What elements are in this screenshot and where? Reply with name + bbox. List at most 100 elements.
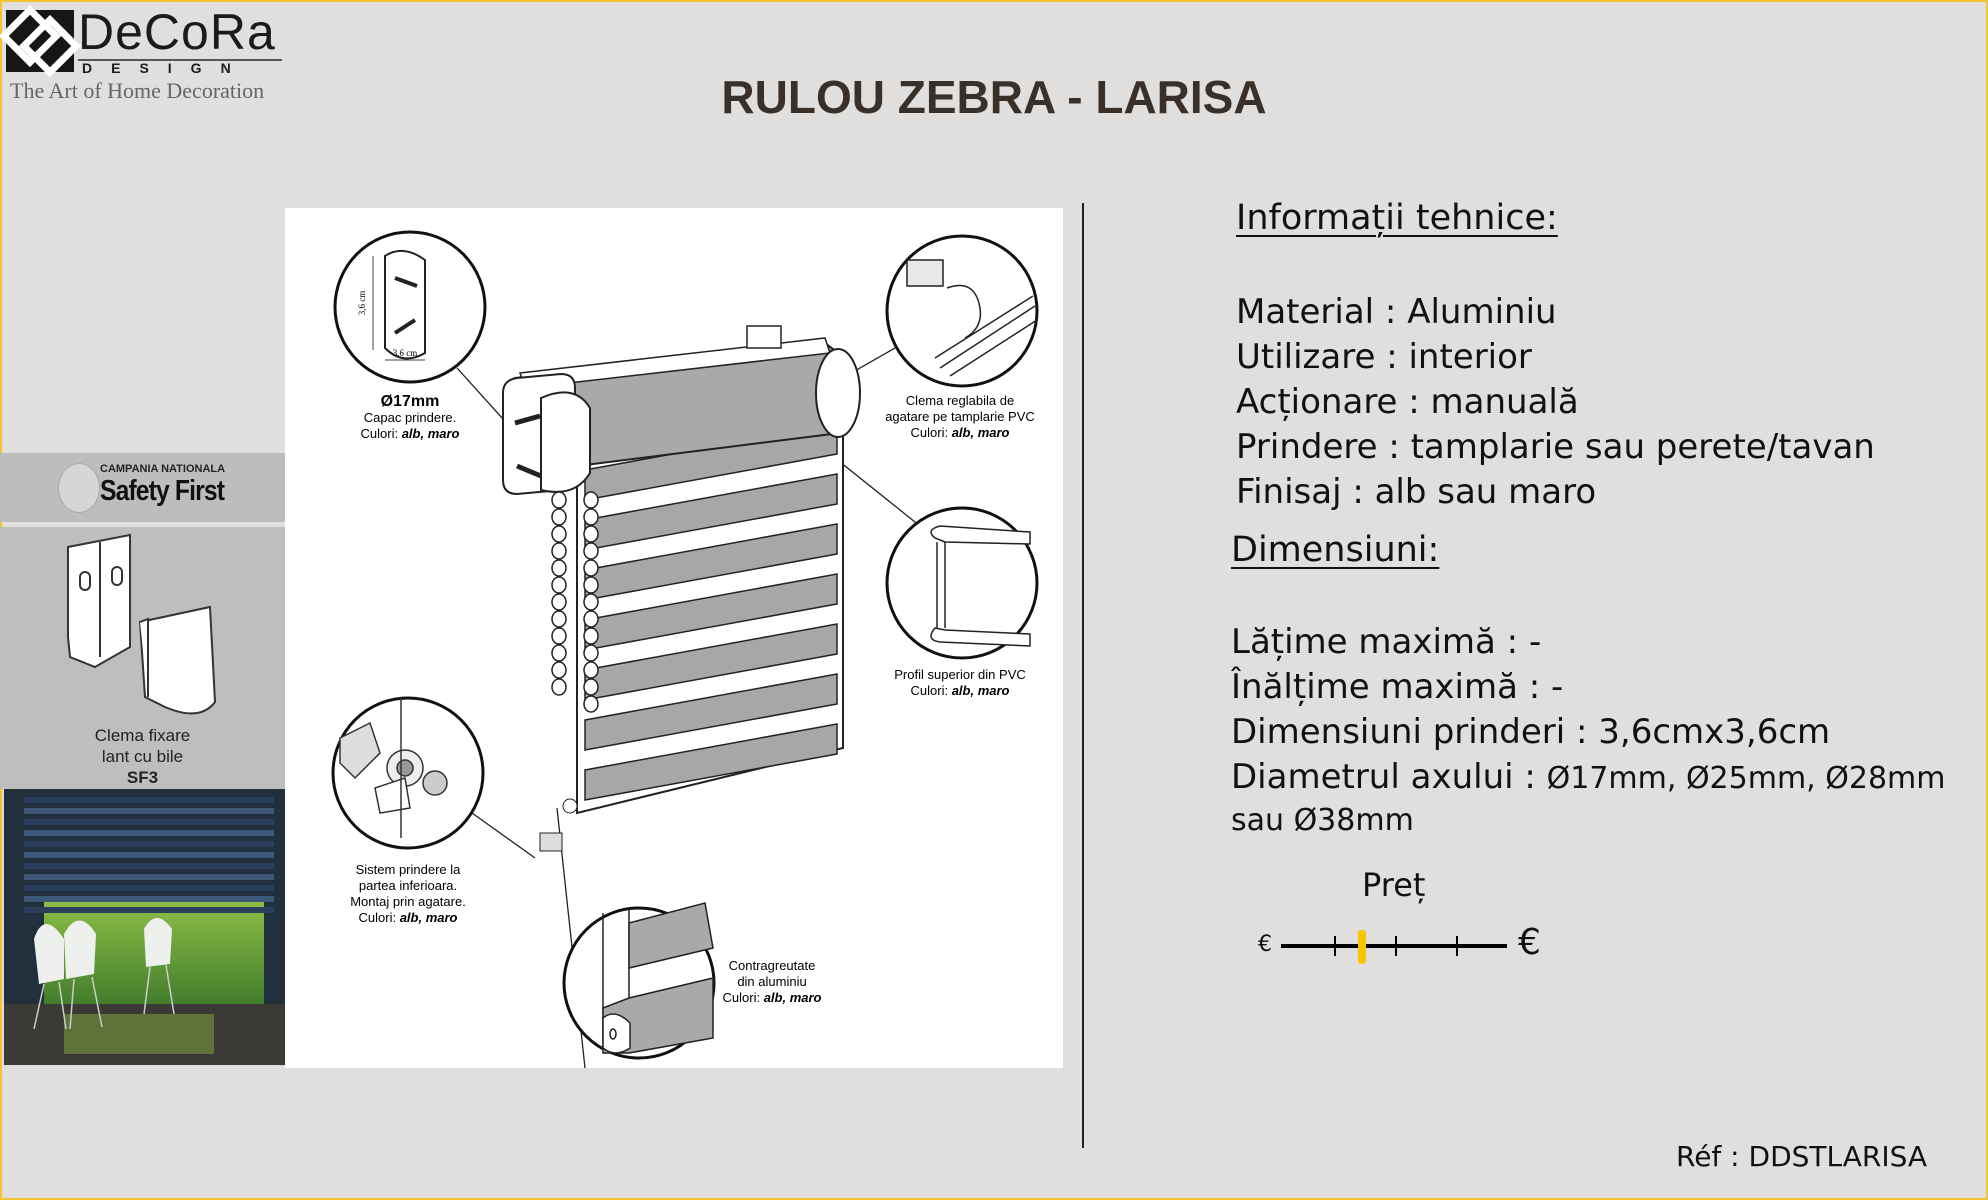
- photo-blind-slat: [24, 885, 274, 891]
- tech-finish: Finisaj : alb sau maro: [1236, 472, 1597, 512]
- chain-bead: [583, 576, 599, 594]
- chain-bead: [583, 678, 599, 696]
- vertical-divider: [1082, 203, 1084, 1148]
- bottom-fix-line3: Montaj prin agatare.: [350, 894, 466, 909]
- safety-first-banner: CAMPANIA NATIONALA Safety First: [0, 453, 285, 522]
- tech-list: Material : Aluminiu Utilizare : interior…: [1236, 290, 1875, 515]
- weight-label-line1: Contragreutate: [729, 958, 816, 973]
- weight-colors-label: Culori: alb, maro: [723, 990, 822, 1005]
- clema-code: SF3: [126, 768, 159, 787]
- price-tick: [1456, 936, 1459, 956]
- dims-width: Lățime maximă : -: [1231, 622, 1542, 662]
- photo-blind-slat: [24, 896, 274, 902]
- dims-axle-more: sau Ø38mm: [1231, 803, 1414, 838]
- fabric-stripe: [584, 723, 838, 801]
- price-label: Preț: [1362, 866, 1426, 904]
- chain-bead: [551, 576, 567, 594]
- chain-bead: [583, 695, 599, 713]
- fabric-stripe: [584, 473, 838, 551]
- logo-name: DeCoRa: [78, 4, 276, 60]
- bottom-fix-line2: partea inferioara.: [359, 878, 457, 893]
- cap-size-label: Ø17mm: [381, 393, 440, 410]
- chain-bead: [551, 644, 567, 662]
- photo-blind-slat: [24, 808, 274, 814]
- clema-panel: Clema fixare lant cu bile SF3: [0, 527, 285, 789]
- chain-bead: [551, 593, 567, 611]
- chain-bead: [551, 678, 567, 696]
- clema-illustration: [67, 533, 217, 715]
- campaign-seal-icon: [58, 463, 100, 513]
- photo-blind-slat: [24, 797, 274, 803]
- logo-mark-icon: [0, 4, 82, 78]
- fabric-stripe: [584, 673, 838, 751]
- photo-blind-slat: [24, 852, 274, 858]
- chain-bead: [583, 559, 599, 577]
- chain-bead: [551, 525, 567, 543]
- chain-bead: [583, 491, 599, 509]
- profile-detail-circle: [885, 506, 1039, 660]
- campaign-label: CAMPANIA NATIONALA: [100, 463, 226, 475]
- chain-bead: [583, 610, 599, 628]
- weight-label-line2: din aluminiu: [737, 974, 806, 989]
- dims-axle-values: Ø17mm, Ø25mm, Ø28mm: [1546, 761, 1946, 796]
- chain-bead: [551, 610, 567, 628]
- price-low-symbol: €: [1258, 932, 1272, 957]
- room-photo-illustration: [4, 789, 285, 1065]
- chain-bead: [583, 508, 599, 526]
- tech-mounting: Prindere : tamplarie sau perete/tavan: [1236, 427, 1875, 467]
- dims-list: Lățime maximă : - Înălțime maximă : - Di…: [1231, 620, 1946, 841]
- decora-logo: DeCoRa DESIGN The Art of Home Decoration: [0, 2, 292, 103]
- chain-bead: [583, 593, 599, 611]
- technical-diagram: 3,6 cm 3,6 cm Ø17mm Capac prindere. Culo…: [285, 208, 1063, 1069]
- clip-detail-circle: [885, 234, 1039, 388]
- logo-sub: DESIGN: [82, 60, 250, 76]
- clip-colors-label: Culori: alb, maro: [911, 425, 1010, 440]
- chain-bead: [583, 627, 599, 645]
- photo-blind-slat: [24, 907, 274, 913]
- zebra-stripes: [584, 423, 838, 801]
- clema-line2: lant cu bile: [101, 747, 184, 766]
- bottom-fix-line1: Sistem prindere la: [356, 862, 462, 877]
- cap-height-label: 3,6 cm: [357, 291, 367, 316]
- cap-colors-label: Culori: alb, maro: [361, 426, 460, 441]
- cap-name-label: Capac prindere.: [364, 410, 457, 425]
- page-title: RULOU ZEBRA - LARISA: [721, 71, 1267, 123]
- photo-blind-slat: [24, 841, 274, 847]
- dims-mount: Dimensiuni prinderi : 3,6cmx3,6cm: [1231, 712, 1831, 752]
- tech-actuation: Acționare : manuală: [1236, 382, 1579, 422]
- tech-heading: Informații tehnice:: [1236, 198, 1558, 238]
- dims-axle: Diametrul axului : Ø17mm, Ø25mm, Ø28mm: [1231, 755, 1946, 801]
- clip-label-line1: Clema reglabila de: [906, 393, 1014, 408]
- logo-rule: [78, 59, 282, 61]
- price-level-marker: [1358, 930, 1367, 964]
- chain-bead: [551, 559, 567, 577]
- clip-label-line2: agatare pe tamplarie PVC: [885, 409, 1035, 424]
- tech-usage: Utilizare : interior: [1236, 337, 1532, 377]
- chain-bead: [551, 661, 567, 679]
- price-tick: [1334, 936, 1337, 956]
- price-track: [1281, 930, 1507, 964]
- chain-bead: [583, 525, 599, 543]
- chain-bead: [551, 542, 567, 560]
- chain-bead: [551, 508, 567, 526]
- dims-heading: Dimensiuni:: [1231, 530, 1440, 570]
- profile-label-line1: Profil superior din PVC: [894, 667, 1026, 682]
- dims-height: Înălțime maximă : -: [1231, 667, 1564, 707]
- bottom-fix-colors-label: Culori: alb, maro: [359, 910, 458, 925]
- room-photo: [4, 789, 285, 1065]
- price-high-symbol: €: [1518, 922, 1541, 963]
- tech-material: Material : Aluminiu: [1236, 292, 1557, 332]
- logo-tagline: The Art of Home Decoration: [10, 78, 265, 103]
- safety-first-label: Safety First: [100, 475, 225, 507]
- reference-code: Réf : DDSTLARISA: [1676, 1140, 1928, 1173]
- photo-blind-slat: [24, 819, 274, 825]
- chain-bead: [551, 627, 567, 645]
- profile-colors-label: Culori: alb, maro: [911, 683, 1010, 698]
- price-tick: [1395, 936, 1398, 956]
- dims-axle-label: Diametrul axului :: [1231, 757, 1547, 797]
- blind-diagram: 3,6 cm 3,6 cm Ø17mm Capac prindere. Culo…: [331, 230, 1039, 1069]
- photo-blind-slat: [24, 863, 274, 869]
- chain-bead: [583, 661, 599, 679]
- chain-bead: [583, 542, 599, 560]
- clema-line1: Clema fixare: [94, 726, 191, 745]
